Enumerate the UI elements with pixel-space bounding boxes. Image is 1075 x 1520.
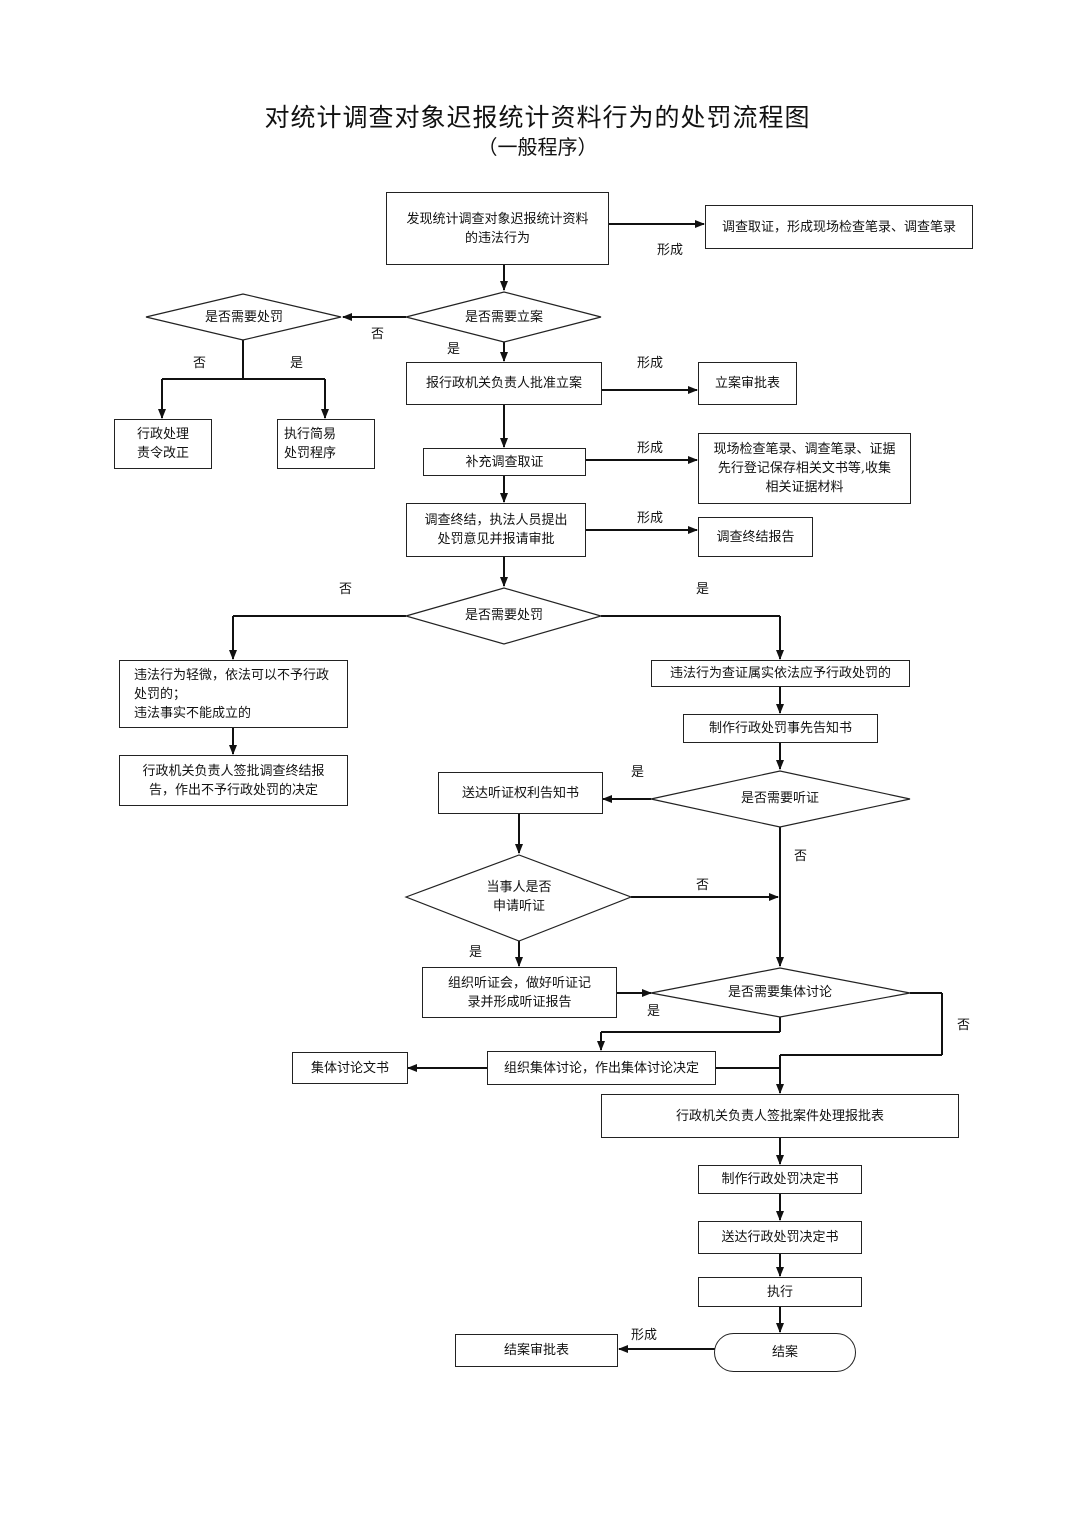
diamond-label-need-group: 是否需要集体讨论	[727, 985, 832, 1000]
node-evidence-docs: 现场检查笔录、调查笔录、证据 先行登记保存相关文书等,收集 相关证据材料	[698, 433, 911, 504]
node-group-doc: 集体讨论文书	[292, 1052, 408, 1084]
node-supplement: 补充调查取证	[423, 448, 586, 476]
edge-label-yes: 是	[469, 945, 483, 960]
edge-label-no: 否	[794, 849, 808, 864]
edge-label-yes: 是	[447, 342, 461, 357]
edge-label-yes: 是	[696, 582, 710, 597]
node-hearing-notice: 送达听证权利告知书	[438, 772, 603, 814]
node-prior-notice: 制作行政处罚事先告知书	[683, 714, 878, 743]
edge-label-yes: 是	[631, 765, 645, 780]
node-simple-procedure: 执行简易 处罚程序	[277, 419, 375, 469]
node-verified: 违法行为查证属实依法应予行政处罚的	[651, 660, 910, 687]
node-hold-hearing: 组织听证会，做好听证记 录并形成听证报告	[422, 967, 617, 1018]
diamond-party-apply	[404, 854, 633, 942]
node-no-punish-decision: 行政机关负责人签批调查终结报 告，作出不予行政处罚的决定	[119, 755, 348, 806]
edge-label-no: 否	[339, 582, 353, 597]
edge-label-yes: 是	[647, 1004, 661, 1019]
diamond-need-punish-1	[145, 293, 342, 341]
node-make-decision: 制作行政处罚决定书	[698, 1165, 862, 1194]
node-case-approval: 行政机关负责人签批案件处理报批表	[601, 1094, 959, 1138]
page-title: 对统计调查对象迟报统计资料行为的处罚流程图	[264, 103, 811, 132]
diamond-need-filing	[405, 291, 602, 343]
edge-label-form: 形成	[631, 1328, 658, 1343]
diamond-need-punish-2	[403, 587, 604, 645]
diamond-need-group	[650, 967, 911, 1018]
diamond-label-need-punish-1: 是否需要处罚	[204, 310, 283, 325]
node-admin-correct: 行政处理 责令改正	[114, 419, 212, 469]
node-deliver-decision: 送达行政处罚决定书	[698, 1221, 862, 1254]
diamond-need-hearing	[650, 770, 911, 828]
node-investigate: 调查取证，形成现场检查笔录、调查笔录	[705, 205, 973, 249]
node-approve-filing: 报行政机关负责人批准立案	[406, 362, 602, 405]
node-execute: 执行	[698, 1277, 862, 1307]
edge-label-form: 形成	[637, 441, 664, 456]
node-discover: 发现统计调查对象迟报统计资料 的违法行为	[386, 192, 609, 265]
diamond-label-need-hearing: 是否需要听证	[740, 791, 819, 806]
node-group-discuss: 组织集体讨论，作出集体讨论决定	[487, 1051, 716, 1085]
edge-label-form: 形成	[637, 511, 664, 526]
edge-label-yes: 是	[290, 356, 304, 371]
edge-label-form: 形成	[657, 243, 684, 258]
edge-label-no: 否	[696, 878, 710, 893]
node-close-form: 结案审批表	[455, 1334, 618, 1367]
node-filing-form: 立案审批表	[698, 362, 797, 405]
node-close: 结案	[714, 1333, 856, 1372]
page-subtitle: （一般程序）	[477, 135, 598, 159]
edge-label-no: 否	[957, 1018, 971, 1033]
diamond-label-need-punish-2: 是否需要处罚	[464, 608, 543, 623]
node-minor: 违法行为轻微，依法可以不予行政 处罚的； 违法事实不能成立的	[119, 660, 348, 728]
node-final-report: 调查终结报告	[698, 517, 813, 557]
node-conclude: 调查终结，执法人员提出 处罚意见并报请审批	[406, 503, 586, 557]
edge-label-form: 形成	[637, 356, 664, 371]
diamond-label-need-filing: 是否需要立案	[464, 310, 543, 325]
diamond-label-party-apply: 当事人是否 申请听证	[486, 880, 552, 914]
edge-label-no: 否	[371, 327, 385, 342]
edge-label-no: 否	[193, 356, 207, 371]
